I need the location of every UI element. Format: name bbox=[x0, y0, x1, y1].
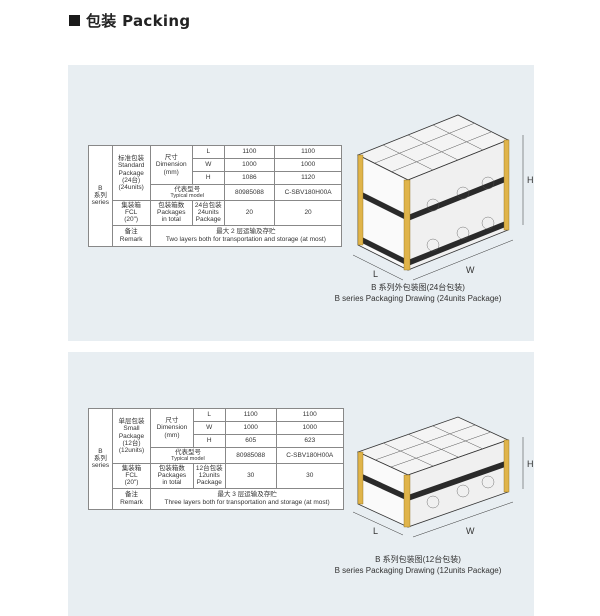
dim-value-cell: 1100 bbox=[274, 145, 342, 159]
model-value-cell: C-SBV180H00A bbox=[274, 183, 342, 202]
dim-value-cell: 1000 bbox=[274, 158, 342, 172]
dim-key-cell: H bbox=[192, 434, 226, 448]
header-square-icon bbox=[69, 15, 80, 26]
corner-posts bbox=[357, 439, 510, 528]
dim-key-cell: W bbox=[192, 421, 226, 435]
units-outline bbox=[426, 176, 495, 252]
dimension-l-label: L bbox=[373, 269, 378, 279]
dim-value-cell: 1100 bbox=[275, 408, 345, 422]
dim-value-cell: 1100 bbox=[223, 145, 276, 159]
strap-bands bbox=[358, 175, 508, 266]
fcl-value-cell: 30 bbox=[275, 463, 345, 489]
fcl-value-cell: 20 bbox=[223, 200, 276, 226]
dim-value-cell: 605 bbox=[224, 434, 277, 448]
dim-key-cell: H bbox=[191, 171, 225, 185]
dim-value-cell: 1000 bbox=[224, 421, 277, 435]
dim-value-cell: 1086 bbox=[223, 171, 276, 185]
package-12-drawing: L W H bbox=[352, 416, 534, 538]
model-value-cell: 80985088 bbox=[224, 446, 277, 465]
dimension-w-label: W bbox=[466, 526, 475, 536]
package-12-caption: B 系列包装图(12台包装) B series Packaging Drawin… bbox=[334, 555, 502, 575]
dimension-w-label: W bbox=[466, 265, 475, 275]
dimension-lines bbox=[352, 135, 524, 281]
units-outline bbox=[426, 475, 495, 509]
dimension-l-label: L bbox=[373, 526, 378, 536]
dim-value-cell: 1000 bbox=[275, 421, 345, 435]
package-24-drawing: L W H bbox=[352, 114, 534, 281]
dim-value-cell: 623 bbox=[275, 434, 345, 448]
top-grid bbox=[374, 424, 492, 468]
page-header: 包装 Packing bbox=[69, 10, 190, 31]
dimension-lines bbox=[352, 437, 524, 538]
strap-bands bbox=[358, 460, 508, 501]
top-grid bbox=[374, 122, 492, 173]
dim-value-cell: 1120 bbox=[274, 171, 342, 185]
dim-key-cell: L bbox=[191, 145, 225, 159]
dimension-h-label: H bbox=[527, 459, 534, 469]
corner-posts bbox=[357, 139, 510, 271]
dim-key-cell: L bbox=[192, 408, 226, 422]
fcl-value-cell: 20 bbox=[274, 200, 342, 226]
dim-key-cell: W bbox=[191, 158, 225, 172]
model-value-cell: C-SBV180H00A bbox=[275, 446, 345, 465]
dimension-h-label: H bbox=[527, 175, 534, 185]
dim-value-cell: 1100 bbox=[224, 408, 277, 422]
fcl-value-cell: 30 bbox=[224, 463, 277, 489]
package-24-caption: B 系列外包装图(24台包装) B series Packaging Drawi… bbox=[334, 283, 502, 303]
dim-value-cell: 1000 bbox=[223, 158, 276, 172]
page-title: 包装 Packing bbox=[86, 12, 191, 30]
model-value-cell: 80985088 bbox=[223, 183, 276, 202]
